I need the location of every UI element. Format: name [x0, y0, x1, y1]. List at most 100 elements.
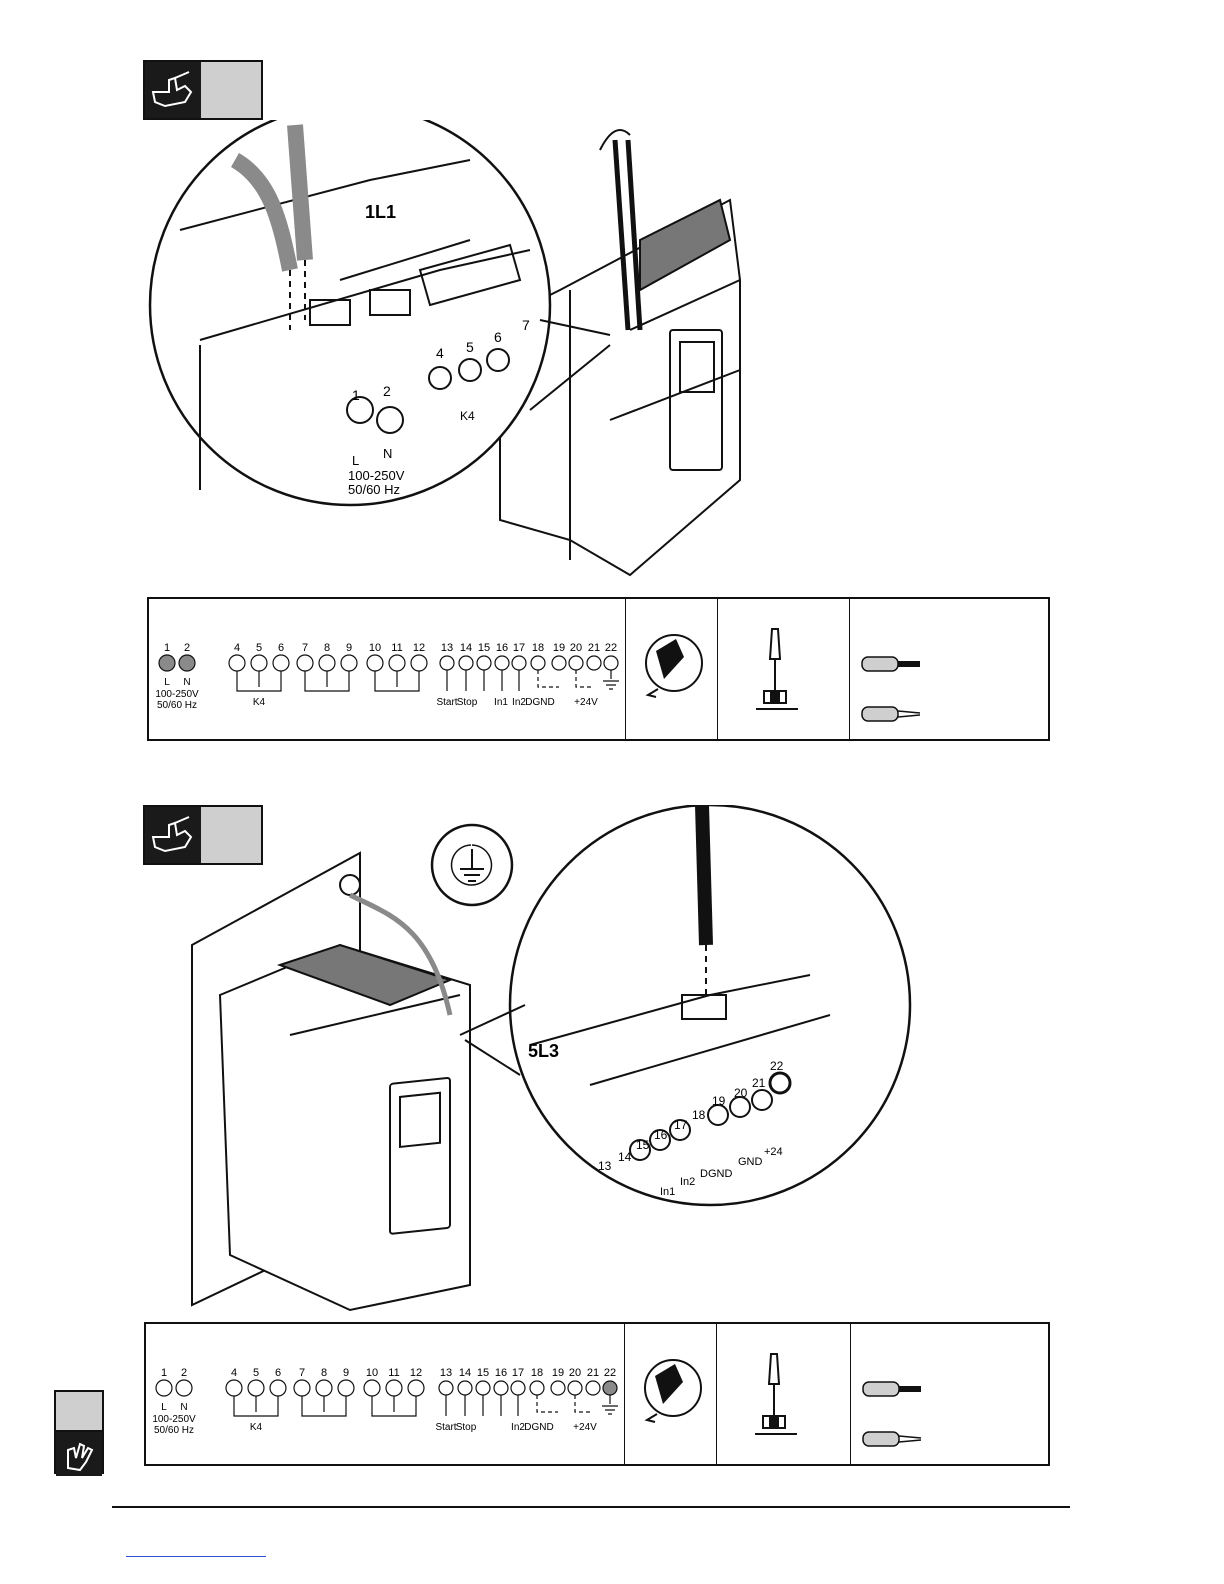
t2-num-21: 21	[587, 1367, 599, 1379]
z2-dgnd: DGND	[700, 1168, 732, 1180]
step-badge-1	[143, 60, 263, 120]
zoom-terminal-4: 4	[436, 345, 444, 361]
screwdriver-icon	[755, 1353, 797, 1435]
t2-num-17: 17	[512, 1367, 524, 1379]
t2-num-7: 7	[299, 1367, 305, 1379]
t2-num-12: 12	[410, 1367, 422, 1379]
side-step-badge	[54, 1390, 104, 1476]
t1-num-12: 12	[413, 642, 425, 654]
t2-in2: In2	[511, 1422, 525, 1433]
t1-num-13: 13	[441, 642, 453, 654]
t1-num-10: 10	[369, 642, 381, 654]
terminal-table-1: 1 2 4 5 6 7 8 9 10 11 12 13 14 15 16 17 …	[147, 597, 1050, 741]
t1-num-5: 5	[256, 642, 262, 654]
zoom-terminal-7: 7	[522, 317, 530, 333]
t1-num-2: 2	[184, 642, 190, 654]
illustration-1: 1L1 1 2 4 5 6 7 L N 100-250V 50/60 Hz K4	[148, 120, 741, 577]
t1-in2: In2	[512, 697, 526, 708]
t2-stop: Stop	[456, 1422, 477, 1433]
t1-num-14: 14	[460, 642, 472, 654]
cable-cell-2	[850, 1324, 1048, 1464]
t2-L: L	[161, 1402, 167, 1413]
t2-num-19: 19	[552, 1367, 564, 1379]
t2-num-8: 8	[321, 1367, 327, 1379]
zoom-label-1l1: 1L1	[365, 202, 396, 222]
t2-N: N	[180, 1402, 187, 1413]
t2-num-10: 10	[366, 1367, 378, 1379]
hand-pointer-icon	[145, 62, 201, 118]
cable-cell-1	[849, 599, 1048, 739]
t1-num-20: 20	[570, 642, 582, 654]
t1-num-1: 1	[164, 642, 170, 654]
z2-18: 18	[692, 1108, 706, 1122]
torque-wrench-icon	[645, 634, 703, 698]
t1-num-6: 6	[278, 642, 284, 654]
t1-num-16: 16	[496, 642, 508, 654]
hand-pointer-icon	[56, 1432, 102, 1476]
t1-num-21: 21	[588, 642, 600, 654]
t1-N: N	[183, 677, 190, 688]
t1-p24: +24V	[574, 697, 598, 708]
z2-gnd: GND	[738, 1156, 763, 1168]
t1-num-15: 15	[478, 642, 490, 654]
z2-p24: +24	[764, 1146, 783, 1158]
torque-cell-2	[624, 1324, 717, 1464]
illustration-2: 5L3 13 14 15 16 17 18 19 20 21 22 In1 In…	[191, 805, 912, 1312]
t2-num-13: 13	[440, 1367, 452, 1379]
t1-num-9: 9	[346, 642, 352, 654]
zoom-terminal-6: 6	[494, 329, 502, 345]
t2-start: Start	[435, 1422, 456, 1433]
t2-p24: +24V	[573, 1422, 597, 1433]
t1-freq: 50/60 Hz	[157, 700, 197, 711]
t2-num-4: 4	[231, 1367, 237, 1379]
torque-wrench-icon	[644, 1359, 702, 1423]
footer-rule	[112, 1506, 1070, 1508]
t1-num-11: 11	[391, 642, 402, 654]
screwdriver-cell-1	[717, 599, 850, 739]
t1-num-19: 19	[553, 642, 565, 654]
z2-20: 20	[734, 1086, 748, 1100]
t1-L: L	[164, 677, 170, 688]
cable-end-icon	[862, 1381, 922, 1447]
t2-num-5: 5	[253, 1367, 259, 1379]
terminal-table-2: 1 2 4 5 6 7 8 9 10 11 12 13 14 15 16 17 …	[144, 1322, 1050, 1466]
t1-in1: In1	[494, 697, 508, 708]
t1-num-4: 4	[234, 642, 240, 654]
z2-in2: In2	[680, 1176, 695, 1188]
zoom-supply-N: N	[383, 446, 392, 461]
t1-voltage: 100-250V	[155, 689, 199, 700]
t2-freq: 50/60 Hz	[154, 1425, 194, 1436]
t1-dgnd: DGND	[525, 697, 554, 708]
t2-num-22: 22	[604, 1367, 616, 1379]
terminal-strip-2: 1 2 4 5 6 7 8 9 10 11 12 13 14 15 16 17 …	[152, 1367, 618, 1436]
cable-end-icon	[861, 656, 921, 722]
screwdriver-cell-2	[716, 1324, 851, 1464]
t2-voltage: 100-250V	[152, 1414, 196, 1425]
t2-num-15: 15	[477, 1367, 489, 1379]
z2-22: 22	[770, 1059, 784, 1073]
t1-num-7: 7	[302, 642, 308, 654]
t2-num-16: 16	[495, 1367, 507, 1379]
z2-21: 21	[752, 1076, 766, 1090]
t2-num-2: 2	[181, 1367, 187, 1379]
t1-relay: K4	[253, 697, 266, 708]
t1-num-8: 8	[324, 642, 330, 654]
screwdriver-icon	[756, 628, 798, 710]
t2-num-6: 6	[275, 1367, 281, 1379]
terminal-strip-1: 1 2 4 5 6 7 8 9 10 11 12 13 14 15 16 17 …	[155, 642, 619, 711]
t2-num-14: 14	[459, 1367, 471, 1379]
zoom-terminal-1: 1	[352, 387, 360, 403]
z2-14: 14	[618, 1150, 632, 1164]
zoom-relay-label: K4	[460, 409, 475, 423]
t1-start: Start	[436, 697, 457, 708]
zoom-supply-freq: 50/60 Hz	[348, 482, 400, 497]
zoom-supply-voltage: 100-250V	[348, 468, 405, 483]
zoom-terminal-5: 5	[466, 339, 474, 355]
t1-stop: Stop	[457, 697, 478, 708]
t2-relay: K4	[250, 1422, 263, 1433]
zoom-terminal-2: 2	[383, 383, 391, 399]
t2-num-11: 11	[388, 1367, 399, 1379]
footer-link-underline[interactable]	[126, 1556, 266, 1557]
z2-in1: In1	[660, 1186, 675, 1198]
t2-num-18: 18	[531, 1367, 543, 1379]
